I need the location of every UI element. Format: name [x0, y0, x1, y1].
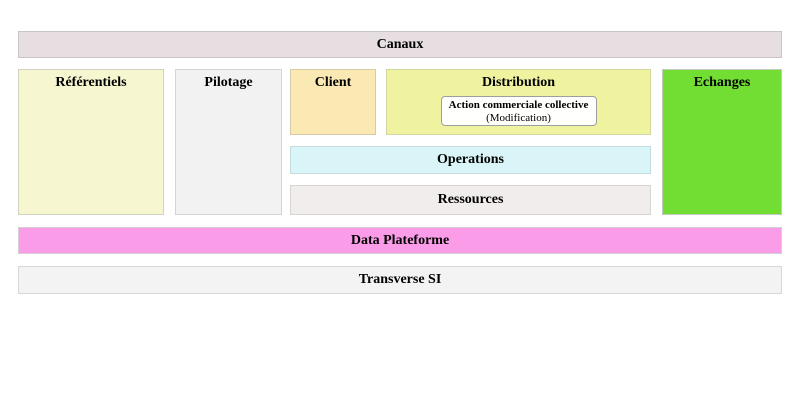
- zone-canaux-label: Canaux: [376, 36, 424, 52]
- zone-data-plateforme[interactable]: Data Plateforme: [18, 227, 782, 254]
- zone-pilotage-label: Pilotage: [204, 75, 253, 90]
- zone-ressources-label: Ressources: [437, 192, 504, 207]
- zone-referentiels[interactable]: Référentiels: [18, 69, 164, 215]
- zone-distribution-label: Distribution: [481, 75, 556, 90]
- zone-ressources[interactable]: Ressources: [290, 185, 651, 215]
- zone-echanges-label: Echanges: [693, 75, 751, 90]
- zone-operations[interactable]: Operations: [290, 146, 651, 174]
- callout-action-commerciale[interactable]: Action commerciale collective (Modificat…: [440, 96, 597, 126]
- zone-referentiels-label: Référentiels: [55, 75, 127, 90]
- zone-transverse-si-label: Transverse SI: [358, 272, 442, 287]
- zone-operations-label: Operations: [437, 152, 504, 167]
- zone-canaux[interactable]: Canaux: [18, 31, 782, 58]
- zone-echanges[interactable]: Echanges: [662, 69, 782, 215]
- callout-subtitle: (Modification): [486, 112, 551, 124]
- zone-distribution[interactable]: Distribution Action commerciale collecti…: [386, 69, 651, 135]
- zone-data-plateforme-label: Data Plateforme: [350, 232, 450, 248]
- callout-title: Action commerciale collective: [448, 99, 589, 111]
- zone-transverse-si[interactable]: Transverse SI: [18, 266, 782, 294]
- zone-pilotage[interactable]: Pilotage: [175, 69, 282, 215]
- zone-client[interactable]: Client: [290, 69, 376, 135]
- zone-client-label: Client: [314, 75, 352, 90]
